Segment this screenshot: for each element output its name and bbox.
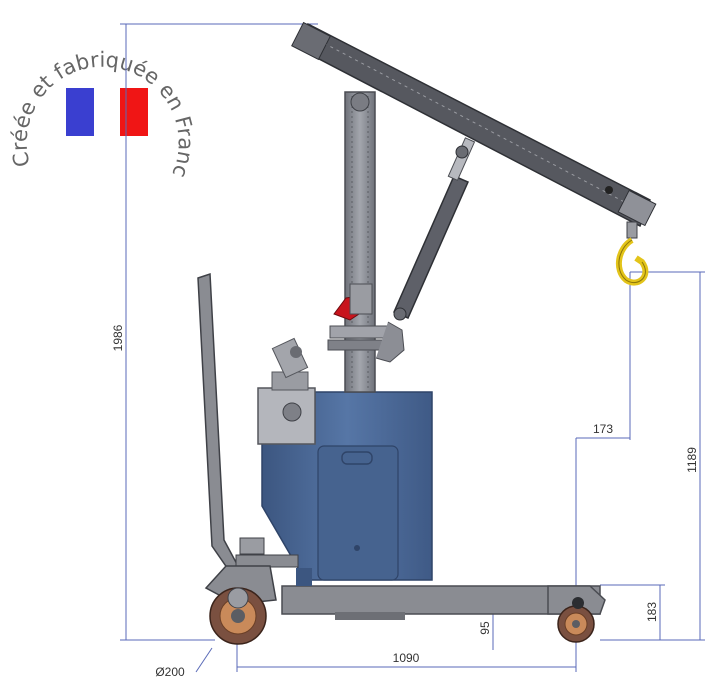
dim-wheel-diameter: Ø200 (155, 665, 185, 678)
front-wheel-icon (204, 565, 277, 645)
dim-hook-reach: 173 (593, 422, 613, 436)
red-lever-icon (333, 283, 373, 321)
crane-illustration (197, 21, 657, 645)
made-in-france-stamp: Créée et fabriquée en France (0, 0, 198, 181)
dimension-lines (120, 23, 705, 673)
dimension-labels: 1986 1189 173 183 95 1090 Ø200 (111, 324, 699, 678)
french-flag-icon (66, 88, 148, 136)
mast (327, 91, 405, 393)
control-unit (257, 337, 316, 445)
dim-hook-height: 1189 (685, 447, 699, 473)
hydraulic-cylinder (393, 137, 476, 321)
dim-total-height: 1986 (111, 324, 125, 351)
battery-housing (261, 391, 433, 586)
dim-wheelbase: 1090 (393, 651, 420, 665)
dim-ground-clearance: 95 (478, 621, 492, 635)
boom-arm (291, 21, 657, 228)
base-chassis (281, 585, 606, 620)
dim-leg-height: 183 (645, 602, 659, 622)
rear-wheel-icon (557, 597, 595, 643)
lifting-hook-icon (615, 221, 649, 286)
